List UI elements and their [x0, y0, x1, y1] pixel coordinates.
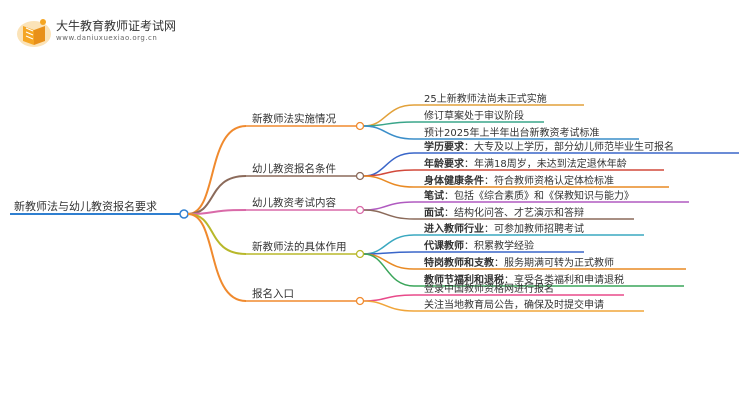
- leaf-label: 特岗教师和支教：服务期满可转为正式教师: [424, 256, 614, 269]
- leaf-node: 代课教师：积累教学经验: [363, 239, 584, 255]
- leaf-connector: [363, 300, 415, 312]
- leaf-node: 关注当地教育局公告，确保及时提交申请: [363, 298, 644, 312]
- leaf-detail: 预计2025年上半年出台新教资考试标准: [424, 126, 599, 139]
- logo-title: 大牛教育教师证考试网: [56, 19, 177, 33]
- branch-collapse-handle[interactable]: [355, 205, 365, 215]
- leaf-node: 预计2025年上半年出台新教资考试标准: [363, 125, 639, 140]
- leaf-label: 关注当地教育局公告，确保及时提交申请: [424, 298, 604, 311]
- branch-connector: [187, 213, 247, 302]
- leaf-connector: [363, 234, 415, 255]
- leaf-connector: [363, 125, 415, 140]
- branch-node[interactable]: 幼儿教资报名条件学历要求：大专及以上学历，部分幼儿师范毕业生可报名年龄要求：年满…: [187, 140, 739, 215]
- branch-connector: [187, 125, 247, 215]
- leaf-detail: 25上新教师法尚未正式实施: [424, 92, 547, 105]
- leaf-connector: [363, 253, 415, 287]
- branch-connector: [187, 213, 247, 255]
- leaf-bold-term: 年龄要求: [424, 157, 465, 170]
- leaf-label: 身体健康条件：符合教师资格认定体检标准: [424, 174, 614, 187]
- branch-connector: [187, 175, 247, 215]
- branch-label: 新教师法的具体作用: [252, 240, 347, 253]
- root-node-label: 新教师法与幼儿教资报名要求: [14, 199, 157, 213]
- branch-label: 报名入口: [252, 287, 294, 300]
- book-logo-icon: [17, 19, 51, 47]
- leaf-detail: ：包括《综合素质》和《保教知识与能力》: [444, 189, 634, 202]
- site-logo[interactable]: 大牛教育教师证考试网 www.daniuxuexiao.org.cn: [14, 14, 177, 50]
- leaf-bold-term: 学历要求: [424, 140, 465, 153]
- logo-url: www.daniuxuexiao.org.cn: [56, 34, 158, 42]
- leaf-label: 预计2025年上半年出台新教资考试标准: [424, 126, 599, 139]
- leaf-label: 笔试：包括《综合素质》和《保教知识与能力》: [424, 189, 634, 202]
- leaf-detail: 关注当地教育局公告，确保及时提交申请: [424, 298, 604, 311]
- leaf-bold-term: 面试: [424, 206, 444, 219]
- root-collapse-handle[interactable]: [179, 209, 189, 219]
- leaf-connector: [363, 294, 415, 302]
- leaf-detail: ：大专及以上学历，部分幼儿师范毕业生可报名: [464, 140, 674, 153]
- branch-collapse-handle[interactable]: [355, 171, 365, 181]
- leaf-label: 修订草案处于审议阶段: [424, 109, 524, 122]
- leaf-bold-term: 进入教师行业: [424, 222, 484, 235]
- leaf-connector: [363, 175, 415, 188]
- leaf-detail: ：服务期满可转为正式教师: [494, 256, 614, 269]
- leaf-node: 面试：结构化问答、才艺演示和答辩: [363, 206, 634, 220]
- branch-label: 幼儿教资报名条件: [252, 162, 336, 175]
- leaf-detail: ：年满18周岁，未达到法定退休年龄: [464, 157, 627, 170]
- leaf-detail: ：结构化问答、才艺演示和答辩: [444, 206, 584, 219]
- branch-node[interactable]: 新教师法实施情况 25上新教师法尚未正式实施修订草案处于审议阶段预计2025年上半…: [187, 92, 639, 215]
- leaf-node: 特岗教师和支教：服务期满可转为正式教师: [363, 253, 686, 270]
- leaf-connector: [363, 121, 415, 127]
- leaf-node: 进入教师行业：可参加教师招聘考试: [363, 222, 644, 255]
- leaf-detail: 修订草案处于审议阶段: [424, 109, 524, 122]
- leaf-node: 教师节福利和退税：享受各类福利和申请退税: [363, 253, 684, 287]
- leaf-bold-term: 教师节福利和退税: [423, 273, 504, 286]
- leaf-bold-term: 特岗教师和支教: [424, 256, 495, 269]
- branch-label: 幼儿教资考试内容: [252, 196, 336, 209]
- leaf-label: 教师节福利和退税：享受各类福利和申请退税: [423, 273, 624, 286]
- leaf-bold-term: 代课教师: [423, 239, 464, 252]
- leaf-bold-term: 笔试: [424, 189, 444, 202]
- branch-node[interactable]: 新教师法的具体作用进入教师行业：可参加教师招聘考试代课教师：积累教学经验特岗教师…: [187, 213, 686, 287]
- branch-node[interactable]: 幼儿教资考试内容笔试：包括《综合素质》和《保教知识与能力》面试：结构化问答、才艺…: [187, 189, 689, 220]
- leaf-label: 面试：结构化问答、才艺演示和答辩: [424, 206, 584, 219]
- leaf-connector: [363, 201, 415, 211]
- leaf-detail: ：符合教师资格认定体检标准: [484, 174, 614, 187]
- leaf-label: 年龄要求：年满18周岁，未达到法定退休年龄: [424, 157, 627, 170]
- leaf-node: 学历要求：大专及以上学历，部分幼儿师范毕业生可报名: [363, 140, 739, 177]
- leaf-label: 25上新教师法尚未正式实施: [424, 92, 547, 105]
- leaf-node: 身体健康条件：符合教师资格认定体检标准: [363, 174, 669, 188]
- leaf-detail: ：积累教学经验: [464, 239, 534, 252]
- leaf-label: 登录中国教师资格网进行报名: [424, 282, 554, 295]
- branch-connector: [187, 209, 247, 215]
- branch-collapse-handle[interactable]: [355, 249, 365, 259]
- branch-collapse-handle[interactable]: [355, 121, 365, 131]
- leaf-bold-term: 身体健康条件: [424, 174, 484, 187]
- branch-label: 新教师法实施情况: [252, 112, 336, 125]
- leaf-detail: ：享受各类福利和申请退税: [504, 273, 624, 286]
- leaf-node: 登录中国教师资格网进行报名: [363, 282, 624, 302]
- branch-collapse-handle[interactable]: [355, 296, 365, 306]
- leaf-label: 进入教师行业：可参加教师招聘考试: [424, 222, 584, 235]
- leaf-detail: ：可参加教师招聘考试: [484, 222, 584, 235]
- leaf-label: 学历要求：大专及以上学历，部分幼儿师范毕业生可报名: [424, 140, 674, 153]
- leaf-connector: [363, 169, 415, 177]
- leaf-node: 年龄要求：年满18周岁，未达到法定退休年龄: [363, 157, 664, 177]
- leaf-label: 代课教师：积累教学经验: [423, 239, 534, 252]
- leaf-connector: [363, 209, 415, 220]
- leaf-detail: 登录中国教师资格网进行报名: [424, 282, 554, 295]
- leaf-node: 笔试：包括《综合素质》和《保教知识与能力》: [363, 189, 689, 211]
